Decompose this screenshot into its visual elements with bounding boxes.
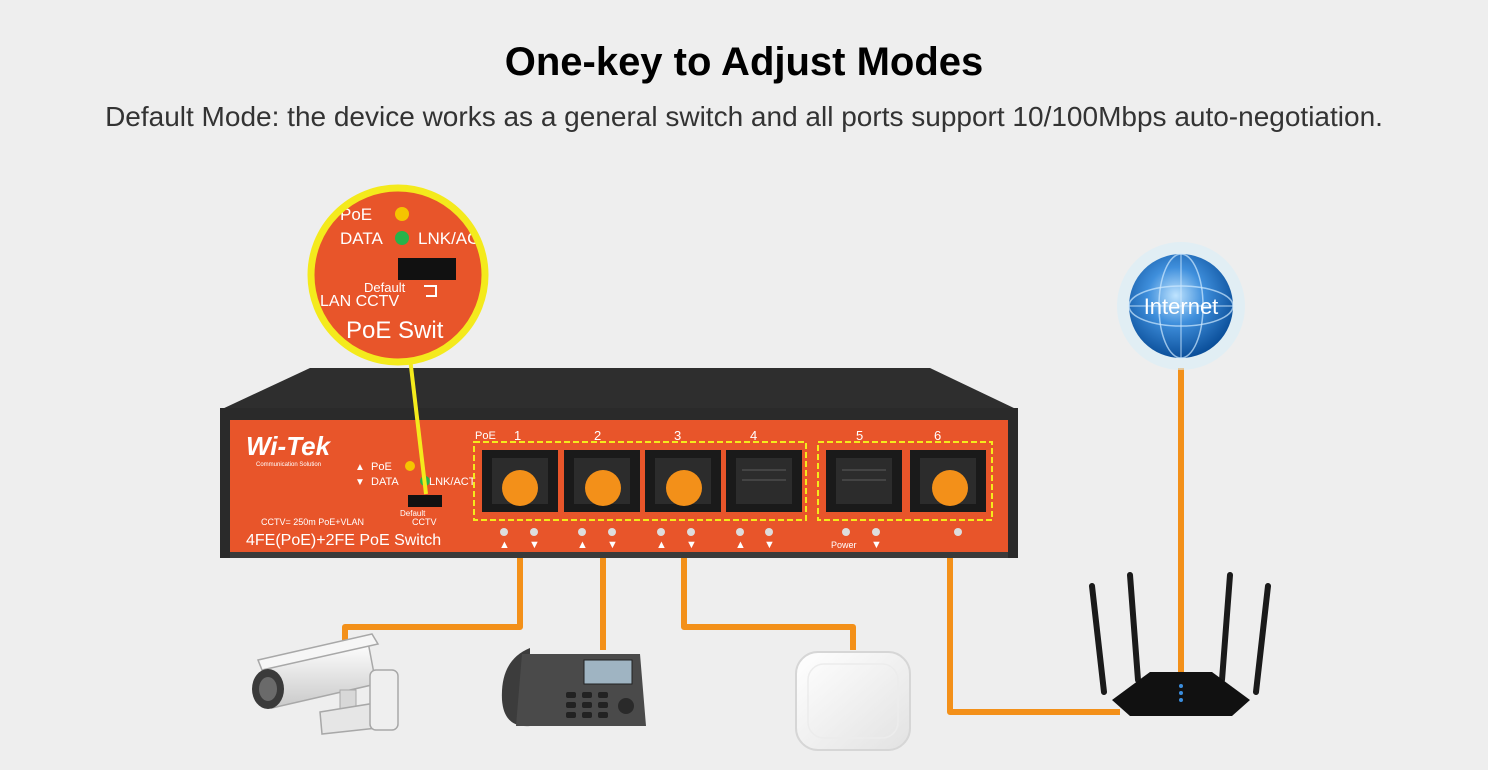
switch-top	[220, 368, 1018, 410]
page-title: One-key to Adjust Modes	[504, 40, 984, 84]
poe-group-label: PoE	[475, 430, 496, 442]
zoom-mode-toggle	[398, 258, 456, 280]
ip-phone-icon	[501, 648, 646, 727]
svg-text:▼: ▼	[871, 539, 882, 551]
ethernet-port-4[interactable]	[726, 450, 802, 512]
callout-pointer	[408, 357, 428, 495]
zoom-callout: PoE DATA LNK/AC Default LAN CCTV PoE Swi…	[307, 184, 489, 366]
brand-logo: Wi-Tek	[246, 431, 332, 461]
mode-note: CCTV= 250m PoE+VLAN	[261, 517, 364, 527]
poe-led	[405, 461, 415, 471]
svg-text:▼: ▼	[607, 539, 618, 551]
page-subtitle: Default Mode: the device works as a gene…	[105, 101, 1383, 132]
fe-port-group	[817, 441, 993, 521]
svg-text:▼: ▼	[764, 539, 775, 551]
port-leds	[500, 528, 962, 536]
router-icon	[1089, 572, 1271, 716]
brand-tagline: Communication Solution	[256, 462, 321, 468]
svg-text:▲: ▲	[735, 539, 746, 551]
svg-text:▲: ▲	[656, 539, 667, 551]
internet-label: Internet	[1144, 294, 1219, 319]
port-number-4: 4	[750, 428, 757, 443]
zoom-poe-led	[395, 207, 409, 221]
svg-text:▼: ▼	[529, 539, 540, 551]
port-number-5: 5	[856, 428, 863, 443]
mode-cctv-label: CCTV	[412, 517, 437, 527]
mode-toggle-switch[interactable]	[408, 495, 442, 507]
ethernet-port-2[interactable]	[564, 450, 640, 512]
port-number-3: 3	[674, 428, 681, 443]
switch-model: 4FE(PoE)+2FE PoE Switch	[246, 532, 441, 549]
mode-default-label: Default	[400, 509, 426, 518]
zoom-lnk-label: LNK/AC	[418, 229, 479, 248]
zoom-model-fragment: PoE Swit	[346, 317, 444, 344]
switch-bottom-edge	[220, 552, 1018, 558]
power-label: Power	[831, 540, 857, 550]
port-number-2: 2	[594, 428, 601, 443]
svg-text:▲: ▲	[499, 539, 510, 551]
zoom-data-led	[395, 231, 409, 245]
zoom-poe-label: PoE	[340, 205, 372, 224]
port-number-6: 6	[934, 428, 941, 443]
svg-text:▲: ▲	[577, 539, 588, 551]
ethernet-port-6[interactable]	[910, 450, 986, 512]
ethernet-port-5[interactable]	[826, 450, 902, 512]
poe-led-arrow: ▲	[355, 462, 365, 473]
svg-text:▼: ▼	[686, 539, 697, 551]
port-led-arrows: ▲ ▼ ▲ ▼ ▲ ▼ ▲ ▼ ▼	[499, 539, 882, 551]
zoom-default-label: Default	[364, 280, 406, 295]
poe-led-label: PoE	[371, 461, 392, 473]
internet-globe-icon: Internet	[1117, 242, 1245, 370]
poe-switch: Wi-Tek Communication Solution ▲ PoE ▼ DA…	[220, 368, 1018, 558]
poe-port-group	[473, 441, 807, 521]
ip-camera-icon	[252, 633, 399, 735]
access-point-icon	[795, 651, 911, 751]
cable-router	[947, 488, 1120, 715]
ethernet-port-1[interactable]	[482, 450, 558, 512]
lnk-led-label: LNK/ACT	[429, 476, 476, 488]
data-led-arrow: ▼	[355, 477, 365, 488]
data-led-label: DATA	[371, 476, 399, 488]
zoom-data-label: DATA	[340, 229, 383, 248]
ethernet-port-3[interactable]	[645, 450, 721, 512]
zoom-modes-label: LAN CCTV	[320, 293, 399, 310]
port-number-1: 1	[514, 428, 521, 443]
